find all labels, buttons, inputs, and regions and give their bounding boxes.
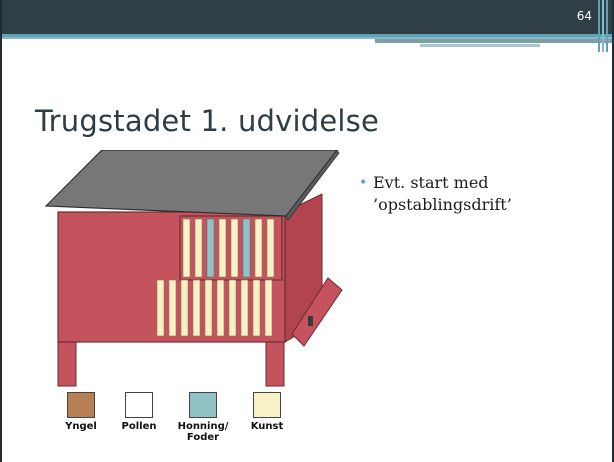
slide-title: Trugstadet 1. udvidelse (35, 104, 380, 138)
legend-item-pollen: Pollen (110, 392, 168, 432)
hive-entrance-knob (308, 316, 313, 326)
hive-entrance-flap (291, 277, 343, 347)
bullet-line-2: ’opstablingsdrift’ (373, 195, 512, 214)
legend-item-kunst: Kunst (238, 392, 296, 432)
legend-label-yngel: Yngel (65, 421, 97, 432)
legend-swatch-kunst (253, 392, 281, 418)
hive-roof-edge (285, 150, 340, 221)
page-number: 64 (576, 9, 592, 23)
legend-label-honning: Honning/ Foder (177, 421, 229, 443)
bullet-item: • Evt. start med ’opstablingsdrift’ (359, 172, 512, 216)
legend-swatch-honning (189, 392, 217, 418)
legend-label-kunst: Kunst (250, 421, 284, 432)
slide-border-right (612, 0, 614, 462)
hive-leg-left (57, 337, 77, 387)
bullet-line-1: Evt. start med (373, 173, 489, 192)
hive-roof (44, 150, 338, 217)
bullet-dot-icon: • (359, 175, 368, 191)
legend-label-pollen: Pollen (121, 421, 157, 432)
header-accent-stripes (0, 0, 614, 52)
legend-item-honning: Honning/ Foder (174, 392, 232, 443)
legend-swatch-pollen (125, 392, 153, 418)
frame-legend: Yngel Pollen Honning/ Foder Kunst (52, 392, 312, 452)
bullet-list: • Evt. start med ’opstablingsdrift’ (359, 172, 512, 216)
hive-upper-frames (182, 218, 275, 278)
beehive-illustration (44, 150, 343, 387)
slide-border-left (0, 0, 2, 462)
legend-item-yngel: Yngel (52, 392, 110, 432)
hive-leg-right (265, 337, 285, 387)
header-bar (0, 0, 614, 34)
legend-swatch-yngel (67, 392, 95, 418)
hive-lower-frames (156, 279, 273, 337)
